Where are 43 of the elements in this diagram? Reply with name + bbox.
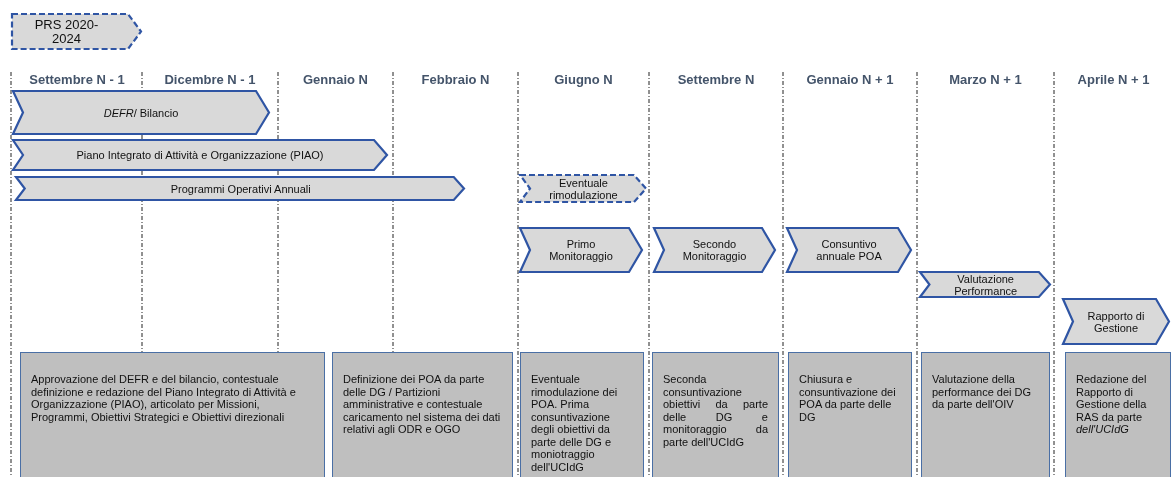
description-box [788, 352, 912, 477]
phase-banner [919, 271, 1051, 298]
description-box [520, 352, 644, 477]
step-label: Eventuale rimodulazione [548, 176, 619, 201]
phase-banner [12, 90, 270, 135]
description-box [1065, 352, 1171, 477]
step-label: Programmi Operativi Annuali [170, 182, 311, 195]
phase-banner [786, 227, 912, 273]
phase-banner [653, 227, 776, 273]
month-header: Settembre N [677, 72, 755, 87]
description-text: Valutazione della performance dei DG da parte dell'OIV [932, 373, 1033, 411]
description-box [652, 352, 779, 477]
step-label: Piano Integrato di Attività e Organizzazione (PIAO) [76, 149, 324, 161]
month-header: Marzo N + 1 [949, 72, 1022, 87]
step-label: Primo Monitoraggio [548, 238, 614, 262]
step-label: Valutazione Performance [953, 272, 1019, 297]
month-header: Settembre N - 1 [29, 72, 125, 87]
phase-banner [12, 139, 388, 171]
description-text: Seconda consuntivazione obiettivi da parte delle DG e monitoraggio da parte dell'UCIdG [663, 373, 768, 448]
description-text: Chiusura e consuntivazione dei POA da parte delle DG [799, 373, 897, 423]
step-label: Consuntivo annuale POA [815, 238, 883, 262]
phase-banner [519, 227, 643, 273]
month-header: Giugno N [554, 72, 613, 87]
step-label: DEFR/ Bilancio [103, 106, 179, 119]
description-box [921, 352, 1050, 477]
description-text: Approvazione del DEFR e del bilancio, contestuale definizione e redazione del Piano Integrato di Attività e Organizzazione (PIAO), articolato per Missioni, Programmi, Obiettivi Strategici e Obiettivi direzionali [31, 373, 297, 423]
phase-banner [1062, 298, 1170, 345]
description-box [20, 352, 325, 477]
month-header: Gennaio N [303, 72, 368, 87]
description-box [332, 352, 513, 477]
step-label: Secondo Monitoraggio [681, 238, 748, 262]
description-text: Redazione del Rapporto di Gestione della RAS da parte dell'UCIdG [1076, 373, 1148, 436]
step-label: PRS 2020-2024 [33, 17, 100, 46]
description-text: Definizione dei POA da parte delle DG / Partizioni amministrative e contestuale caricamento nel sistema dei dati relativi agli ODR e OGO [343, 373, 502, 436]
phase-banner [15, 176, 465, 201]
month-header: Gennaio N + 1 [806, 72, 894, 87]
phase-banner [11, 13, 142, 50]
month-header: Aprile N + 1 [1077, 72, 1150, 87]
phase-banner [519, 174, 647, 203]
description-text: Eventuale rimodulazione dei POA. Prima consuntivazione degli obiettivi da parte delle DG e moniotraggio dell'UCIdG [531, 373, 619, 473]
month-header: Dicembre N - 1 [164, 72, 256, 87]
month-header: Febbraio N [421, 72, 490, 87]
step-label: Rapporto di Gestione [1086, 309, 1146, 334]
